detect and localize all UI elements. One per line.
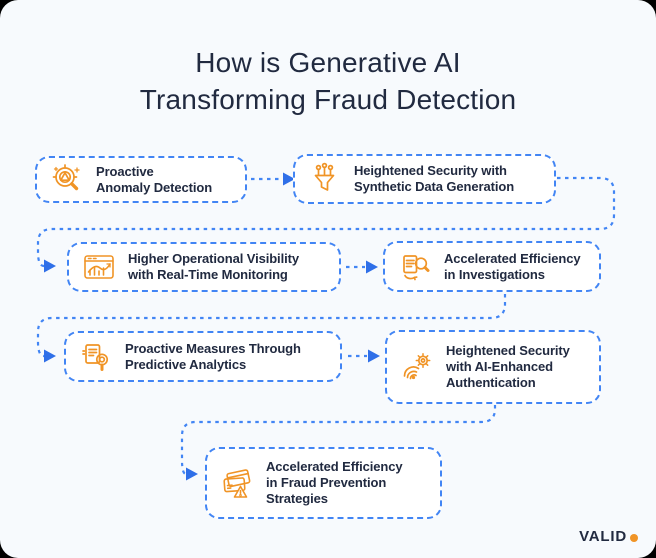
arrowhead-step6: [368, 349, 380, 363]
brand-logo: VALID: [579, 528, 638, 545]
arrowhead-step4: [366, 260, 378, 274]
step-label: Accelerated Efficiency in Fraud Preventi…: [266, 459, 403, 506]
brand-dot-icon: [630, 533, 638, 542]
step-label: Proactive Anomaly Detection: [96, 163, 213, 195]
page-title: How is Generative AI Transforming Fraud …: [139, 47, 517, 115]
arrowhead-step7: [186, 467, 198, 481]
arrowhead-step5: [44, 349, 56, 363]
step-box-synthetic-data: Heightened Security with Synthetic Data …: [293, 154, 556, 204]
step-label: Heightened Security with Synthetic Data …: [354, 163, 515, 194]
step-box-predictive-analytics: Proactive Measures Through Predictive An…: [64, 331, 342, 382]
step-label: Accelerated Efficiency in Investigations: [444, 250, 581, 282]
brand-name: VALID: [579, 528, 627, 545]
realtime-monitoring-icon: [81, 249, 117, 285]
step-box-anomaly-detection: Proactive Anomaly Detection: [35, 156, 247, 203]
step-label: Heightened Security with AI-Enhanced Aut…: [446, 343, 570, 390]
predictive-analytics-icon: [78, 339, 114, 375]
fraud-prevention-icon: [219, 465, 255, 501]
step-box-realtime-monitoring: Higher Operational Visibility with Real-…: [67, 242, 341, 292]
step-box-authentication: Heightened Security with AI-Enhanced Aut…: [385, 330, 601, 404]
authentication-icon: [399, 349, 435, 385]
investigations-icon: [397, 249, 433, 285]
arrowhead-step3: [44, 259, 56, 273]
synthetic-data-icon: [307, 161, 343, 197]
step-label: Higher Operational Visibility with Real-…: [128, 251, 299, 282]
anomaly-detection-icon: [49, 162, 85, 198]
step-box-investigations: Accelerated Efficiency in Investigations: [383, 241, 601, 292]
step-label: Proactive Measures Through Predictive An…: [125, 340, 301, 372]
step-box-fraud-prevention: Accelerated Efficiency in Fraud Preventi…: [205, 447, 442, 519]
